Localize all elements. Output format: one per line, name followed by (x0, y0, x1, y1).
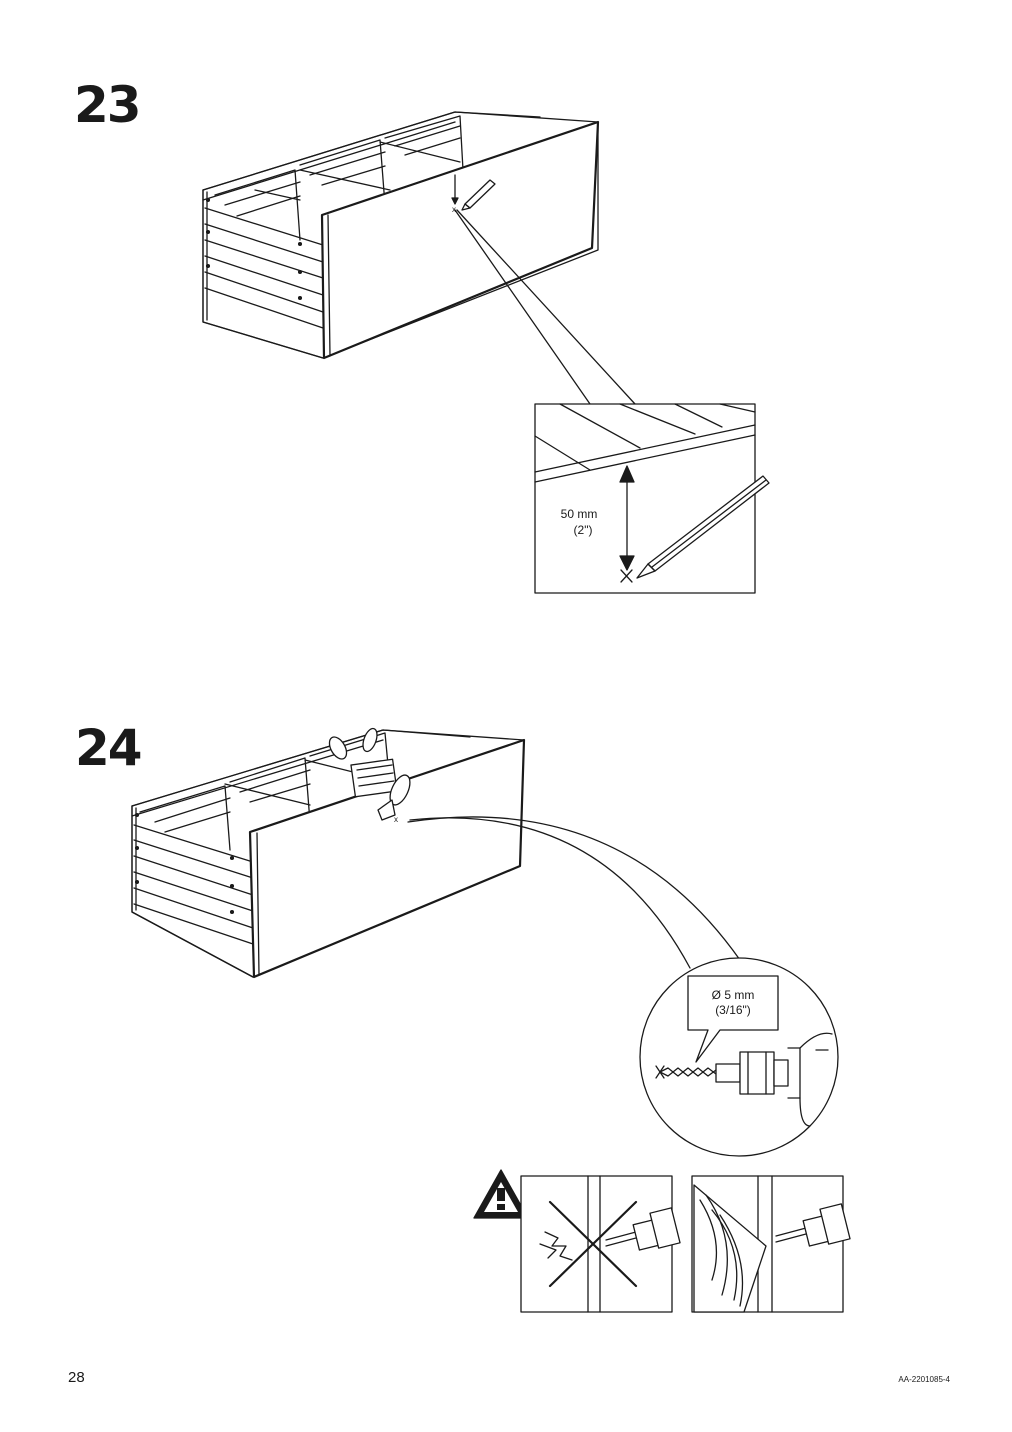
step-number-23: 23 (74, 76, 142, 134)
step-number-24: 24 (75, 719, 143, 777)
tool-kit-icon (328, 727, 411, 821)
pencil-icon (461, 179, 496, 211)
wrong-drilling-panel (520, 1175, 681, 1313)
step-24-drawer-illustration: x (131, 727, 741, 979)
step-24-drill-detail (639, 957, 839, 1157)
warning-triangle-icon (473, 1169, 529, 1219)
document-code: AA-2201085-4 (898, 1375, 950, 1384)
step-23-detail-box (534, 403, 770, 594)
measure-imperial-label: (2") (574, 523, 593, 537)
page-number: 28 (68, 1369, 85, 1386)
correct-drilling-panel (691, 1175, 851, 1313)
measure-value-label: 50 mm (561, 507, 598, 521)
drill-icon (655, 1032, 833, 1127)
svg-text:x: x (394, 815, 398, 824)
drill-size-label: Ø 5 mm (712, 988, 755, 1002)
svg-text:x: x (452, 205, 456, 214)
drill-size-imperial-label: (3/16") (715, 1003, 751, 1017)
step-23-drawer-illustration: x (202, 111, 636, 405)
pencil-icon (636, 475, 770, 579)
drill-size-callout (687, 975, 779, 1063)
